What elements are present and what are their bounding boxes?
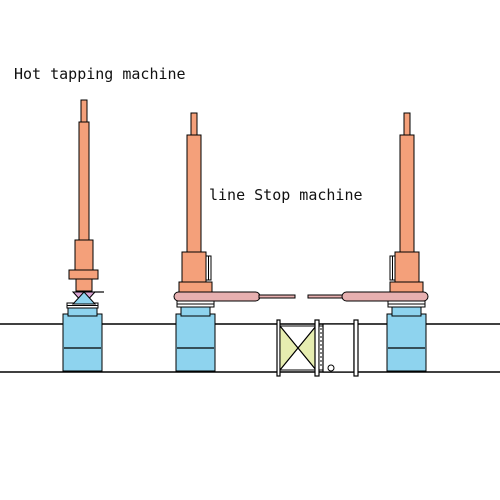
gate-valve-flange-right	[314, 319, 320, 377]
tapping-machine-flange	[68, 269, 99, 280]
stop-machine-body	[394, 251, 420, 283]
stop-machine-body	[181, 251, 207, 283]
gate-valve	[276, 319, 359, 377]
stop-rod-shaft	[307, 294, 345, 299]
spool-piece	[322, 323, 355, 373]
stop-fitting	[175, 313, 216, 372]
gate-valve-diag-b	[279, 325, 317, 371]
stop-machine-spindle	[403, 112, 411, 136]
tapping-machine-column	[78, 121, 90, 241]
tapping-machine-body	[74, 239, 94, 271]
line-stop-machine-right	[307, 112, 429, 372]
stop-machine-flange	[389, 281, 424, 293]
stop-machine-column	[399, 134, 415, 253]
stop-fitting	[386, 313, 427, 372]
stop-machine-spindle	[190, 112, 198, 136]
line-stop-machine-left	[173, 112, 296, 372]
line-stop-label: line Stop machine	[209, 186, 363, 204]
hot-tapping-machine	[62, 99, 104, 372]
spool-drain-port	[327, 364, 335, 372]
stop-machine-column	[186, 134, 202, 253]
tapping-machine-base	[75, 278, 93, 292]
tapping-fitting	[62, 313, 103, 372]
hot-tapping-label: Hot tapping machine	[14, 65, 186, 83]
tapping-valve-lower	[71, 291, 97, 305]
stop-rod-housing	[341, 291, 429, 302]
stop-machine-flange	[178, 281, 213, 293]
tapping-machine-spindle	[80, 99, 88, 123]
stop-rod-housing	[173, 291, 261, 302]
stop-rod-shaft	[258, 294, 296, 299]
spool-flange	[353, 319, 359, 377]
